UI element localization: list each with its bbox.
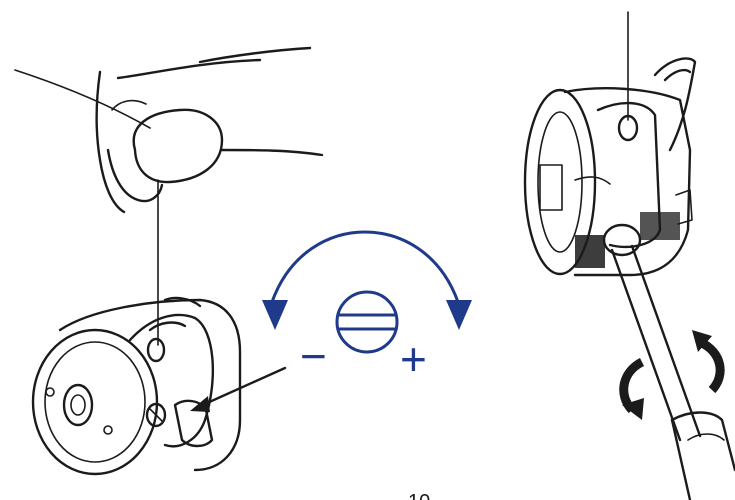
- hand-icon: [95, 46, 324, 214]
- page-number: 10: [408, 491, 430, 500]
- bobbin-case-right-icon: [523, 11, 697, 277]
- rotate-arrows-icon: [619, 330, 725, 420]
- adjust-arrow-icon: [262, 230, 472, 330]
- screw-icon: [335, 290, 399, 354]
- thread-line: [14, 69, 151, 129]
- plus-sign: +: [400, 333, 427, 385]
- pointer-arrow-icon: [190, 366, 287, 412]
- bobbin-case-icon: [31, 296, 242, 476]
- minus-sign: −: [300, 330, 327, 382]
- screwdriver-icon: [602, 223, 735, 500]
